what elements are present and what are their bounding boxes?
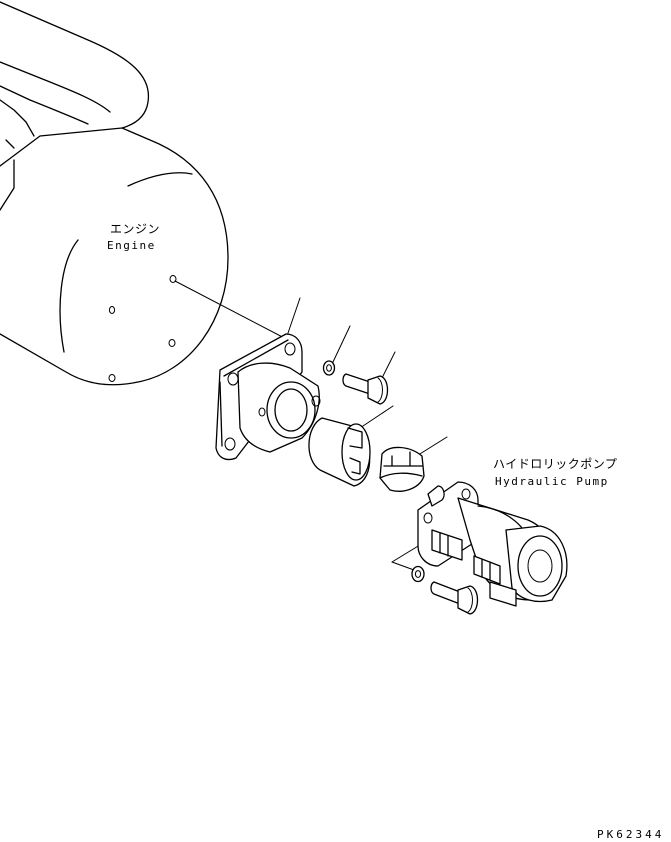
pump-rear-cover — [517, 535, 563, 597]
leader-line-flange — [286, 297, 301, 337]
drawing-code: PK62344 — [597, 828, 665, 841]
pump-label-jp: ハイドロリックポンプ — [493, 457, 618, 471]
engine-bolt-hole — [169, 275, 177, 283]
hydraulic-pump — [417, 481, 568, 607]
pump-mounting-flange — [215, 333, 321, 461]
bolt-bottom — [430, 581, 479, 615]
flange-bolt-hole — [258, 407, 266, 417]
leader-line-coupling — [359, 405, 394, 429]
engine-bolt-hole — [168, 339, 176, 347]
engine-outline — [0, 1, 229, 386]
coupling-insert — [379, 446, 425, 492]
bolt-top — [342, 373, 389, 405]
pump-bolt-hole — [461, 488, 471, 500]
alignment-line-engine-to-flange — [174, 280, 293, 343]
coupling — [308, 417, 371, 487]
engine-label-en: Engine — [107, 239, 156, 252]
pump-bolt-hole — [423, 512, 433, 524]
flange-bolt-hole — [284, 342, 296, 356]
leader-line-washer-bottom-2 — [391, 561, 415, 571]
washer-bottom — [411, 565, 425, 583]
flange-bolt-hole — [224, 437, 236, 451]
engine-bolt-hole — [108, 374, 116, 382]
pump-label-en: Hydraulic Pump — [495, 475, 609, 488]
engine-label-jp: エンジン — [110, 222, 161, 236]
engine-bolt-hole — [108, 306, 116, 314]
flange-bolt-hole — [311, 395, 321, 407]
leader-line-washer-top — [332, 325, 351, 363]
washer-top — [322, 360, 336, 376]
flange-bore — [266, 381, 316, 439]
